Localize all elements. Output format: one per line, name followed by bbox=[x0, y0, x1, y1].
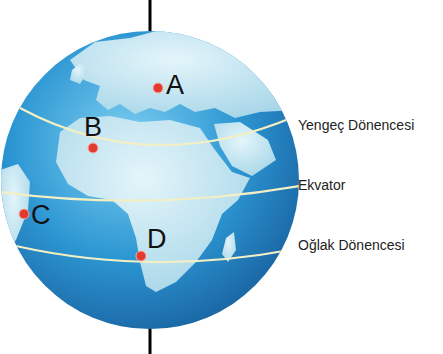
latitude-label: Yengeç Dönencesi bbox=[298, 118, 414, 132]
point-label: D bbox=[147, 226, 167, 253]
latitude-lines bbox=[0, 108, 300, 262]
latitude-label: Ekvator bbox=[298, 178, 345, 192]
continents bbox=[0, 28, 300, 292]
point-label: C bbox=[31, 202, 51, 229]
point-label: A bbox=[166, 72, 184, 99]
latitude-label: Oğlak Dönencesi bbox=[298, 238, 405, 252]
point-label: B bbox=[84, 114, 102, 141]
location-dots bbox=[19, 83, 163, 261]
